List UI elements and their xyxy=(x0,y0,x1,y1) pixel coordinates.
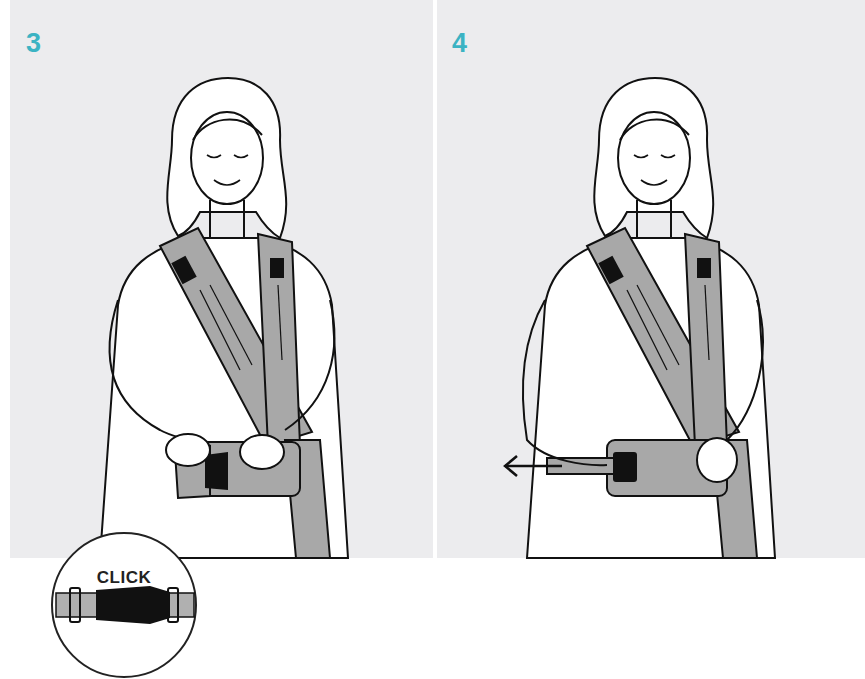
step-number: 4 xyxy=(452,28,467,59)
panel xyxy=(437,0,865,558)
callout-text: CLICK xyxy=(97,568,151,588)
step-number: 3 xyxy=(26,28,41,59)
panel xyxy=(10,0,433,558)
click-inset xyxy=(52,533,196,677)
woman-figure xyxy=(505,78,775,558)
woman-figure xyxy=(100,78,348,558)
